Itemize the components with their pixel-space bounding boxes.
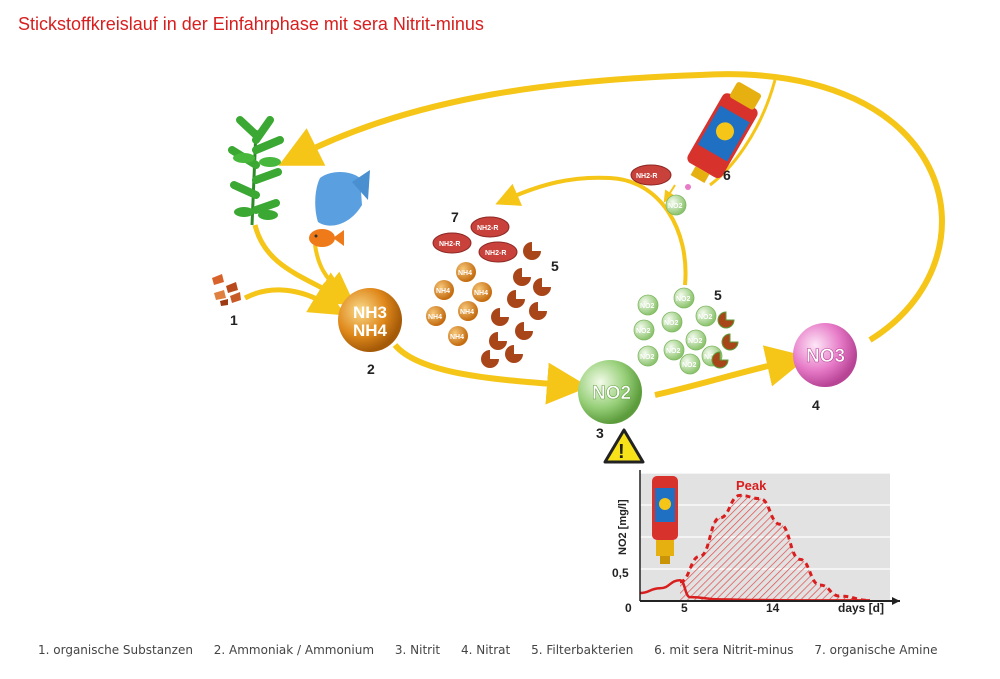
- chart-bottle-icon: [652, 476, 678, 564]
- y-tick-05: 0,5: [612, 566, 629, 580]
- label-3: 3: [596, 425, 604, 441]
- label-7: 7: [451, 209, 459, 225]
- nitrite-peak-chart: Peak 0 5 14 0,5 days [d] NO2 [mg/l]: [612, 470, 900, 615]
- amine-label: NH2-R: [477, 225, 498, 232]
- filter-bacteria-cluster-1: [481, 242, 551, 368]
- no2-small-label: NO2: [640, 354, 655, 361]
- peak-dashed-line: [679, 493, 871, 602]
- legend-item-4: 4. Nitrat: [460, 643, 511, 657]
- label-4: 4: [812, 397, 820, 413]
- label-6: 6: [723, 167, 731, 183]
- arrow-nitrite-to-amines: [495, 175, 688, 286]
- no2-small-label: NO2: [668, 203, 683, 210]
- nh4-small-label: NH4: [450, 334, 464, 341]
- amine-bottle-drop: NH2-R NO2: [630, 164, 691, 216]
- no2-label: NO2: [592, 383, 631, 404]
- organic-substances-icon: [212, 274, 241, 306]
- arrow-small-down: [663, 184, 676, 203]
- nitrogen-cycle-diagram: NH3 NH4 NO2 NO3 NH2-R NH2-R NH2-R NH4 NH…: [212, 71, 945, 615]
- arrow-conditioner-to-top: [709, 79, 777, 187]
- nh4-small-label: NH4: [428, 314, 442, 321]
- blue-fish-icon: [315, 170, 370, 226]
- no2-small-label: NO2: [698, 314, 713, 321]
- no2-small-label: NO2: [636, 328, 651, 335]
- label-1: 1: [230, 312, 238, 328]
- ammonia-ball: [338, 288, 402, 352]
- arrow-nitrate-to-plants: [278, 71, 945, 343]
- warning-icon: !: [603, 428, 645, 464]
- legend-item-7: 7. organische Amine: [814, 643, 938, 657]
- x-axis-label: days [d]: [838, 601, 884, 615]
- nitrate-ball: [793, 323, 857, 387]
- arrow-ammonia-to-nitrite: [392, 342, 589, 405]
- small-ammonium-balls: NH4 NH4 NH4 NH4 NH4 NH4: [426, 262, 492, 346]
- x-tick-5: 5: [681, 601, 688, 615]
- amine-label: NH2-R: [636, 173, 657, 180]
- legend-item-2: 2. Ammoniak / Ammonium: [213, 643, 375, 657]
- no2-small-label: NO2: [640, 303, 655, 310]
- label-5b: 5: [714, 287, 722, 303]
- sera-nitrit-minus-bottle-icon: [687, 82, 762, 183]
- filter-bacteria-cluster-2: [711, 311, 739, 369]
- no2-small-label: NO2: [666, 348, 681, 355]
- no2-small-label: NO2: [682, 362, 697, 369]
- legend-item-6: 6. mit sera Nitrit-minus: [654, 643, 794, 657]
- orange-fish-icon: [309, 229, 344, 247]
- x-tick-14: 14: [766, 601, 780, 615]
- no2-small-label: NO2: [664, 320, 679, 327]
- label-2: 2: [367, 361, 375, 377]
- peak-label: Peak: [736, 478, 767, 493]
- arrow-nitrite-to-nitrate: [654, 345, 809, 398]
- no2-small-label: NO2: [676, 296, 691, 303]
- nh4-small-label: NH4: [458, 270, 472, 277]
- plant-icon: [228, 116, 284, 226]
- nh4-small-label: NH4: [436, 288, 450, 295]
- organic-amines-cluster: NH2-R NH2-R NH2-R: [432, 216, 518, 263]
- svg-text:!: !: [618, 441, 625, 463]
- legend-item-3: 3. Nitrit: [394, 643, 441, 657]
- x-axis-arrow: [892, 597, 900, 605]
- no3-label: NO3: [806, 346, 845, 367]
- legend-item-5: 5. Filterbakterien: [531, 643, 634, 657]
- nh3-label: NH3: [353, 303, 387, 322]
- nh4-small-label: NH4: [474, 290, 488, 297]
- amine-label: NH2-R: [485, 250, 506, 257]
- nh4-label: NH4: [353, 321, 388, 340]
- arrow-organic-to-ammonia: [243, 282, 346, 316]
- legend-item-1: 1. organische Substanzen: [38, 643, 193, 657]
- x-tick-0: 0: [625, 601, 632, 615]
- y-axis-label: NO2 [mg/l]: [617, 499, 629, 555]
- amine-label: NH2-R: [439, 241, 460, 248]
- label-5a: 5: [551, 258, 559, 274]
- arrow-fish-to-ammonia: [313, 244, 353, 300]
- small-nitrite-balls: NO2 NO2 NO2 NO2 NO2 NO2 NO2 NO2 NO2 NO2: [633, 287, 723, 375]
- nh4-small-label: NH4: [460, 309, 474, 316]
- page-title: Stickstoffkreislauf in der Einfahrphase …: [18, 14, 484, 34]
- legend: 1. organische Substanzen 2. Ammoniak / A…: [38, 643, 954, 657]
- nitrite-ball: [578, 360, 642, 424]
- no2-small-label: NO2: [688, 338, 703, 345]
- peak-area: [680, 495, 870, 601]
- no2-small-label: NO2: [704, 354, 719, 361]
